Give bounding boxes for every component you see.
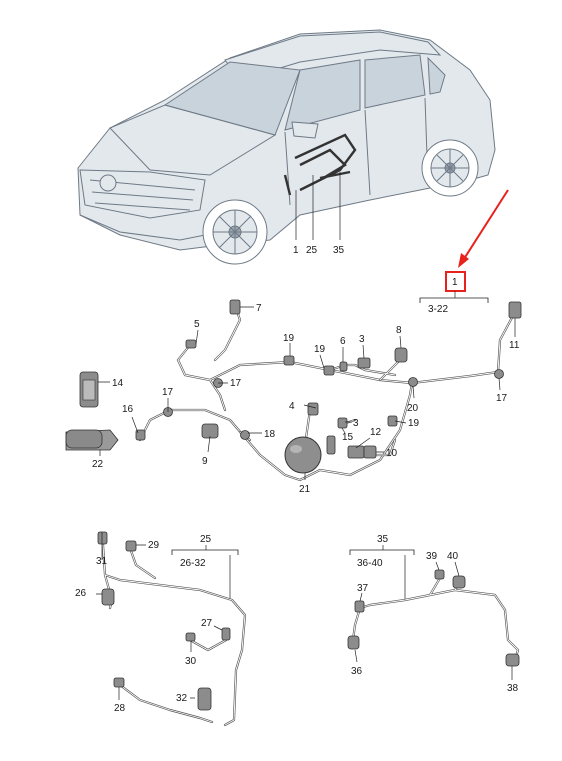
callout-15: 15 — [342, 432, 354, 443]
callout-12: 12 — [370, 427, 382, 438]
callout-4: 4 — [289, 401, 295, 412]
harness-35-range: 36-40 — [357, 558, 383, 569]
callout-32: 32 — [176, 693, 188, 704]
callout-30: 30 — [185, 656, 197, 667]
car-callout-35: 35 — [333, 245, 345, 256]
callout-21: 21 — [299, 484, 311, 495]
harness-25: 25 26-32 31 29 26 27 30 28 32 — [75, 531, 247, 727]
callout-7: 7 — [256, 303, 262, 314]
callout-16: 16 — [122, 404, 134, 415]
callout-14: 14 — [112, 378, 124, 389]
harness-35: 35 36-40 39 40 37 36 38 — [347, 534, 520, 694]
callout-20: 20 — [407, 403, 419, 414]
callout-3-a: 3 — [359, 334, 365, 345]
harness-35-title: 35 — [377, 534, 389, 545]
callout-18: 18 — [264, 429, 276, 440]
callout-36: 36 — [351, 666, 363, 677]
red-arrow-head — [458, 253, 469, 268]
callout-37: 37 — [357, 583, 369, 594]
callout-28: 28 — [114, 703, 126, 714]
callout-10: 10 — [386, 448, 398, 459]
car-illustration — [77, 29, 496, 265]
callout-40: 40 — [447, 551, 459, 562]
callout-6: 6 — [340, 336, 346, 347]
callout-17-c: 17 — [496, 393, 508, 404]
callout-19-a: 19 — [283, 333, 295, 344]
callout-39: 39 — [426, 551, 438, 562]
red-arrow — [461, 189, 509, 263]
callout-29: 29 — [148, 540, 160, 551]
callout-19-b: 19 — [314, 344, 326, 355]
callout-8: 8 — [396, 325, 402, 336]
harness-25-title: 25 — [200, 534, 212, 545]
callout-3-b: 3 — [353, 418, 359, 429]
car-callout-1: 1 — [293, 245, 299, 256]
callout-9: 9 — [202, 456, 208, 467]
highlight-callout: 1 3-22 — [419, 189, 509, 315]
car-callout-25: 25 — [306, 245, 318, 256]
main-harness: 7 5 19 19 6 3 8 11 14 17 17 16 20 17 4 3… — [65, 299, 522, 495]
callout-17-b: 17 — [230, 378, 242, 389]
callout-19-c: 19 — [408, 418, 420, 429]
callout-5: 5 — [194, 319, 200, 330]
harness-25-range: 26-32 — [180, 558, 206, 569]
car-callouts: 1 25 35 — [293, 172, 345, 256]
callout-11: 11 — [509, 340, 520, 351]
callout-38: 38 — [507, 683, 519, 694]
callout-27: 27 — [201, 618, 213, 629]
highlight-box — [445, 271, 466, 292]
highlight-range: 3-22 — [428, 304, 448, 315]
callout-31: 31 — [96, 556, 108, 567]
callout-26: 26 — [75, 588, 87, 599]
callout-22: 22 — [92, 459, 104, 470]
highlight-label: 1 — [452, 277, 458, 288]
callout-17-a: 17 — [162, 387, 174, 398]
